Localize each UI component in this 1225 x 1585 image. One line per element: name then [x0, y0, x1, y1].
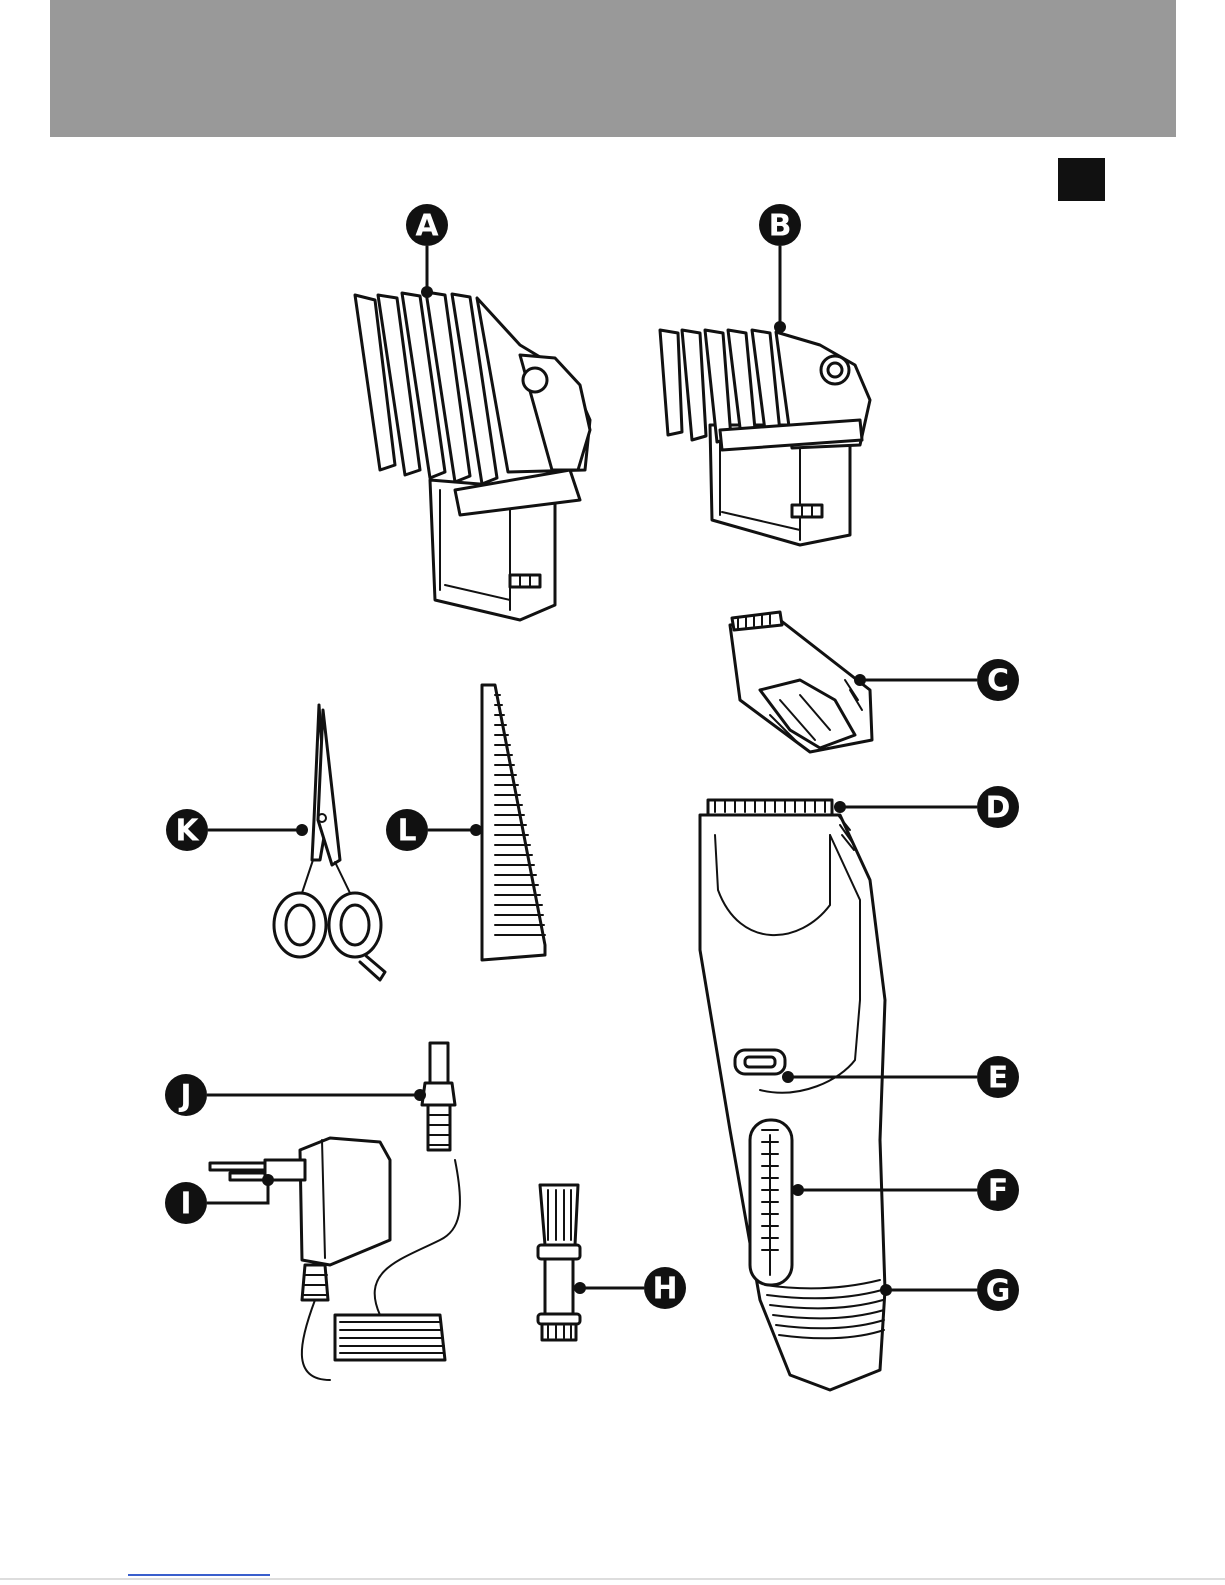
label-j: J — [165, 1074, 207, 1116]
comb-attachment-a — [355, 292, 590, 620]
label-a: A — [406, 204, 448, 246]
svg-text:H: H — [652, 1272, 677, 1307]
svg-text:D: D — [986, 791, 1011, 826]
label-c: C — [977, 659, 1019, 701]
label-h: H — [644, 1267, 686, 1309]
scissors-k — [274, 705, 385, 980]
svg-text:A: A — [415, 209, 439, 244]
svg-text:E: E — [988, 1061, 1009, 1096]
svg-text:F: F — [988, 1174, 1009, 1209]
svg-text:C: C — [987, 664, 1009, 699]
svg-text:J: J — [178, 1079, 191, 1114]
label-g: G — [977, 1269, 1019, 1311]
label-l: L — [386, 809, 428, 851]
label-d: D — [977, 786, 1019, 828]
hair-clipper-body — [700, 800, 885, 1390]
trimmer-attachment-c — [730, 612, 872, 752]
power-adapter-i — [210, 1138, 460, 1380]
comb-attachment-b — [660, 330, 870, 545]
svg-text:G: G — [986, 1274, 1011, 1309]
svg-text:K: K — [175, 814, 200, 849]
label-b: B — [759, 204, 801, 246]
svg-text:I: I — [180, 1187, 191, 1222]
label-e: E — [977, 1056, 1019, 1098]
svg-text:B: B — [769, 209, 792, 244]
appliance-plug-j — [422, 1043, 455, 1150]
label-i: I — [165, 1182, 207, 1224]
svg-text:L: L — [397, 814, 416, 849]
label-f: F — [977, 1169, 1019, 1211]
cleaning-brush-h — [538, 1185, 580, 1340]
label-k: K — [166, 809, 208, 851]
comb-l — [482, 685, 545, 960]
